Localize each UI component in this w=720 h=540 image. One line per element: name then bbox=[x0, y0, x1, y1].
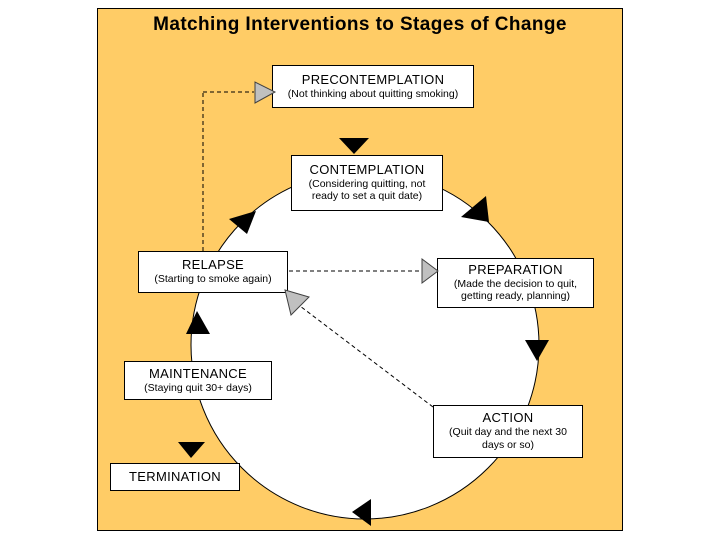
stage-box-precontemplation: PRECONTEMPLATION (Not thinking about qui… bbox=[272, 65, 474, 108]
stage-box-relapse: RELAPSE (Starting to smoke again) bbox=[138, 251, 288, 293]
diagram-title: Matching Interventions to Stages of Chan… bbox=[153, 14, 567, 35]
stage-title-relapse: RELAPSE bbox=[181, 257, 245, 273]
stage-title-termination: TERMINATION bbox=[129, 468, 221, 484]
stage-title-contemplation: CONTEMPLATION bbox=[309, 161, 425, 177]
stage-subtitle-contemplation: (Considering quitting, not ready to set … bbox=[308, 177, 426, 203]
stage-subtitle-precontemplation: (Not thinking about quitting smoking) bbox=[287, 87, 459, 100]
stage-box-termination: TERMINATION bbox=[110, 463, 240, 491]
stage-subtitle-preparation: (Made the decision to quit, getting read… bbox=[453, 277, 578, 303]
stage-subtitle-maintenance: (Staying quit 30+ days) bbox=[144, 381, 252, 394]
stage-box-action: ACTION (Quit day and the next 30 days or… bbox=[433, 405, 583, 458]
stage-box-maintenance: MAINTENANCE (Staying quit 30+ days) bbox=[124, 361, 272, 400]
stage-title-maintenance: MAINTENANCE bbox=[149, 365, 247, 381]
stage-title-precontemplation: PRECONTEMPLATION bbox=[301, 71, 445, 87]
stage-subtitle-action: (Quit day and the next 30 days or so) bbox=[449, 426, 567, 451]
stage-title-preparation: PREPARATION bbox=[468, 261, 563, 277]
stage-title-action: ACTION bbox=[482, 410, 534, 426]
stage-box-contemplation: CONTEMPLATION (Considering quitting, not… bbox=[291, 155, 443, 211]
stage-subtitle-relapse: (Starting to smoke again) bbox=[154, 273, 272, 286]
stage-box-preparation: PREPARATION (Made the decision to quit, … bbox=[437, 258, 594, 308]
